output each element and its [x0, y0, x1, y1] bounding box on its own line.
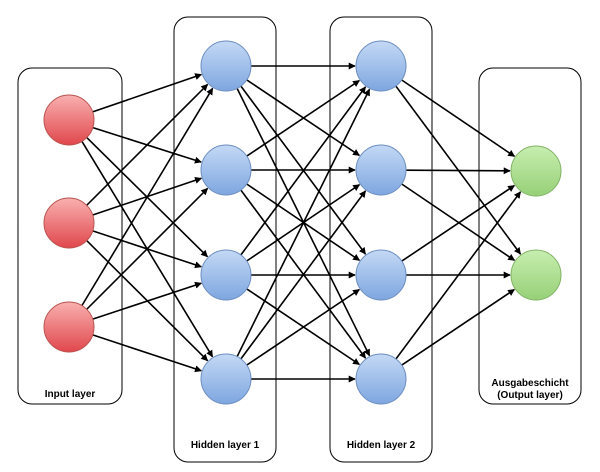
node-output-2	[510, 249, 562, 301]
edge-input-3-to-hidden1-2	[86, 187, 209, 310]
layer-box-hidden1	[173, 16, 277, 463]
edge-hidden2-3-to-output-1	[401, 184, 515, 262]
layer-label-hidden1: Hidden layer 1	[191, 440, 260, 451]
node-hidden1-2	[200, 144, 252, 196]
node-hidden2-4	[355, 353, 407, 405]
node-hidden1-4	[200, 353, 252, 405]
node-input-3	[43, 301, 95, 353]
edge-hidden2-2-to-output-2	[401, 183, 516, 262]
edge-hidden1-3-to-hidden2-1	[240, 86, 367, 256]
layer-label-hidden2: Hidden layer 2	[347, 440, 416, 451]
node-input-1	[43, 94, 95, 146]
edge-hidden2-4-to-output-1	[395, 191, 522, 360]
edge-hidden2-4-to-output-2	[401, 288, 515, 366]
layer-label-output-line-2: (Output layer)	[497, 390, 563, 401]
node-hidden1-3	[200, 249, 252, 301]
edge-hidden1-2-to-hidden2-1	[246, 79, 360, 157]
edge-input-3-to-hidden1-4	[92, 334, 202, 373]
edge-hidden1-4-to-hidden2-2	[240, 190, 367, 360]
edge-hidden2-1-to-output-1	[401, 79, 516, 158]
edge-input-2-to-hidden1-1	[86, 83, 209, 206]
node-hidden2-3	[355, 249, 407, 301]
edge-hidden1-4-to-hidden2-3	[246, 288, 360, 366]
node-hidden1-1	[200, 40, 252, 92]
edge-input-3-to-hidden1-3	[92, 281, 202, 320]
layer-label-input: Input layer	[45, 389, 96, 400]
edge-input-1-to-hidden1-1	[92, 73, 203, 113]
edge-hidden2-2-to-output-1	[405, 167, 511, 175]
node-input-2	[43, 197, 95, 249]
layer-box-output	[478, 67, 582, 405]
node-hidden2-1	[355, 40, 407, 92]
node-output-1	[510, 145, 562, 197]
node-hidden2-2	[355, 144, 407, 196]
edge-input-3-to-hidden1-1	[81, 87, 214, 307]
layer-label-output-line-1: Ausgabeschicht	[491, 378, 569, 389]
edge-hidden1-4-to-hidden2-1	[236, 88, 371, 357]
